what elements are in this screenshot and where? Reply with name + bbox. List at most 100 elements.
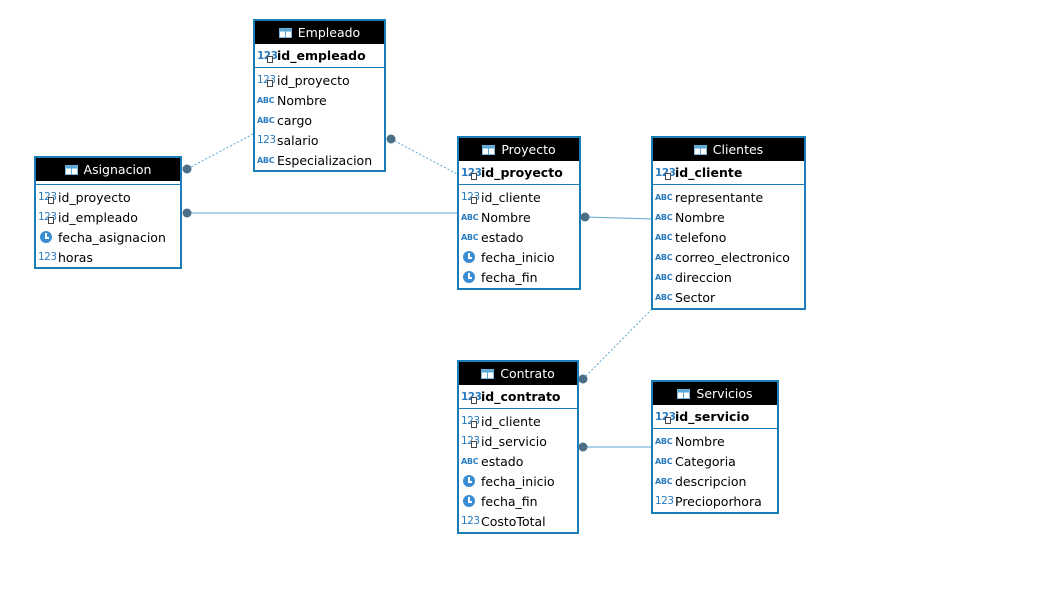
link-contrato-clientes — [582, 308, 653, 380]
clock-icon — [461, 249, 481, 265]
link-proyecto-clientes — [584, 216, 653, 220]
column-name: Categoria — [675, 453, 736, 469]
entity-contrato[interactable]: Contrato123id_contrato123id_cliente123id… — [457, 360, 579, 534]
column-row[interactable]: 123id_proyecto — [255, 70, 384, 90]
column-name: Nombre — [675, 433, 725, 449]
entity-servicios[interactable]: Servicios123id_servicioABCNombreABCCateg… — [651, 380, 779, 514]
key-number-icon: 123 — [461, 413, 481, 429]
column-name: descripcion — [675, 473, 747, 489]
column-name: id_cliente — [481, 189, 541, 205]
column-row[interactable]: 123id_servicio — [459, 431, 577, 451]
column-name: fecha_asignacion — [58, 229, 166, 245]
column-list: 123id_cliente123id_servicioABCestadofech… — [459, 409, 577, 531]
column-name: cargo — [277, 112, 313, 128]
key-number-icon: 123 — [257, 48, 278, 64]
entity-title: Servicios — [696, 386, 753, 401]
clock-icon — [461, 269, 481, 285]
key-marker-icon — [471, 441, 477, 448]
number-type-icon: 123 — [38, 251, 57, 263]
key-marker-icon — [48, 217, 54, 224]
column-row[interactable]: fecha_fin — [459, 267, 579, 287]
text-type-icon: ABC — [655, 192, 673, 202]
column-row[interactable]: 123id_cliente — [459, 411, 577, 431]
clock-icon — [38, 229, 58, 245]
column-row[interactable]: 123id_cliente — [459, 187, 579, 207]
column-name: id_servicio — [481, 433, 547, 449]
entity-asignacion[interactable]: Asignacion123id_proyecto123id_empleadofe… — [34, 156, 182, 269]
text-type-icon: ABC — [655, 212, 673, 222]
column-row[interactable]: fecha_fin — [459, 491, 577, 511]
text-type-icon: ABC — [655, 476, 673, 486]
link-endpoint — [182, 164, 192, 174]
column-name: fecha_inicio — [481, 249, 555, 265]
primary-key-row[interactable]: 123id_proyecto — [459, 161, 579, 185]
key-marker-icon — [471, 421, 477, 428]
column-name: id_cliente — [481, 413, 541, 429]
entity-clientes[interactable]: Clientes123id_clienteABCrepresentanteABC… — [651, 136, 806, 310]
column-name: id_proyecto — [277, 72, 350, 88]
primary-key-label: id_contrato — [481, 389, 561, 404]
entity-title: Proyecto — [501, 142, 556, 157]
header-separator — [36, 181, 180, 185]
column-row[interactable]: fecha_inicio — [459, 247, 579, 267]
link-endpoint — [578, 442, 588, 452]
column-name: Precioporhora — [675, 493, 762, 509]
key-number-icon: 123 — [257, 72, 277, 88]
column-row[interactable]: fecha_inicio — [459, 471, 577, 491]
key-marker-icon — [471, 197, 477, 204]
text-type-icon: ABC — [461, 456, 479, 466]
entity-header[interactable]: Contrato — [459, 362, 577, 385]
entity-header[interactable]: Asignacion — [36, 158, 180, 181]
entity-title: Asignacion — [83, 162, 152, 177]
entity-header[interactable]: Empleado — [255, 21, 384, 44]
link-empleado-proyecto — [390, 138, 460, 176]
primary-key-row[interactable]: 123id_contrato — [459, 385, 577, 409]
column-row[interactable]: 123id_proyecto — [36, 187, 180, 207]
key-number-icon: 123 — [461, 189, 481, 205]
entity-header[interactable]: Clientes — [653, 138, 804, 161]
primary-key-label: id_empleado — [277, 48, 366, 63]
column-name: correo_electronico — [675, 249, 790, 265]
column-name: fecha_fin — [481, 269, 538, 285]
column-name: horas — [58, 249, 93, 265]
column-name: fecha_inicio — [481, 473, 555, 489]
text-type-icon: ABC — [655, 232, 673, 242]
column-row[interactable]: fecha_asignacion — [36, 227, 180, 247]
primary-key-row[interactable]: 123id_empleado — [255, 44, 384, 68]
column-name: id_proyecto — [58, 189, 131, 205]
entity-header[interactable]: Proyecto — [459, 138, 579, 161]
entity-empleado[interactable]: Empleado123id_empleado123id_proyectoABCN… — [253, 19, 386, 172]
clock-icon — [461, 473, 481, 489]
entity-proyecto[interactable]: Proyecto123id_proyecto123id_clienteABCNo… — [457, 136, 581, 290]
entity-header[interactable]: Servicios — [653, 382, 777, 405]
link-endpoint — [578, 374, 588, 384]
primary-key-row[interactable]: 123id_servicio — [653, 405, 777, 429]
column-name: estado — [481, 453, 524, 469]
text-type-icon: ABC — [257, 95, 275, 105]
column-row[interactable]: 123id_empleado — [36, 207, 180, 227]
key-number-icon: 123 — [461, 165, 482, 181]
primary-key-row[interactable]: 123id_cliente — [653, 161, 804, 185]
primary-key-label: id_cliente — [675, 165, 743, 180]
